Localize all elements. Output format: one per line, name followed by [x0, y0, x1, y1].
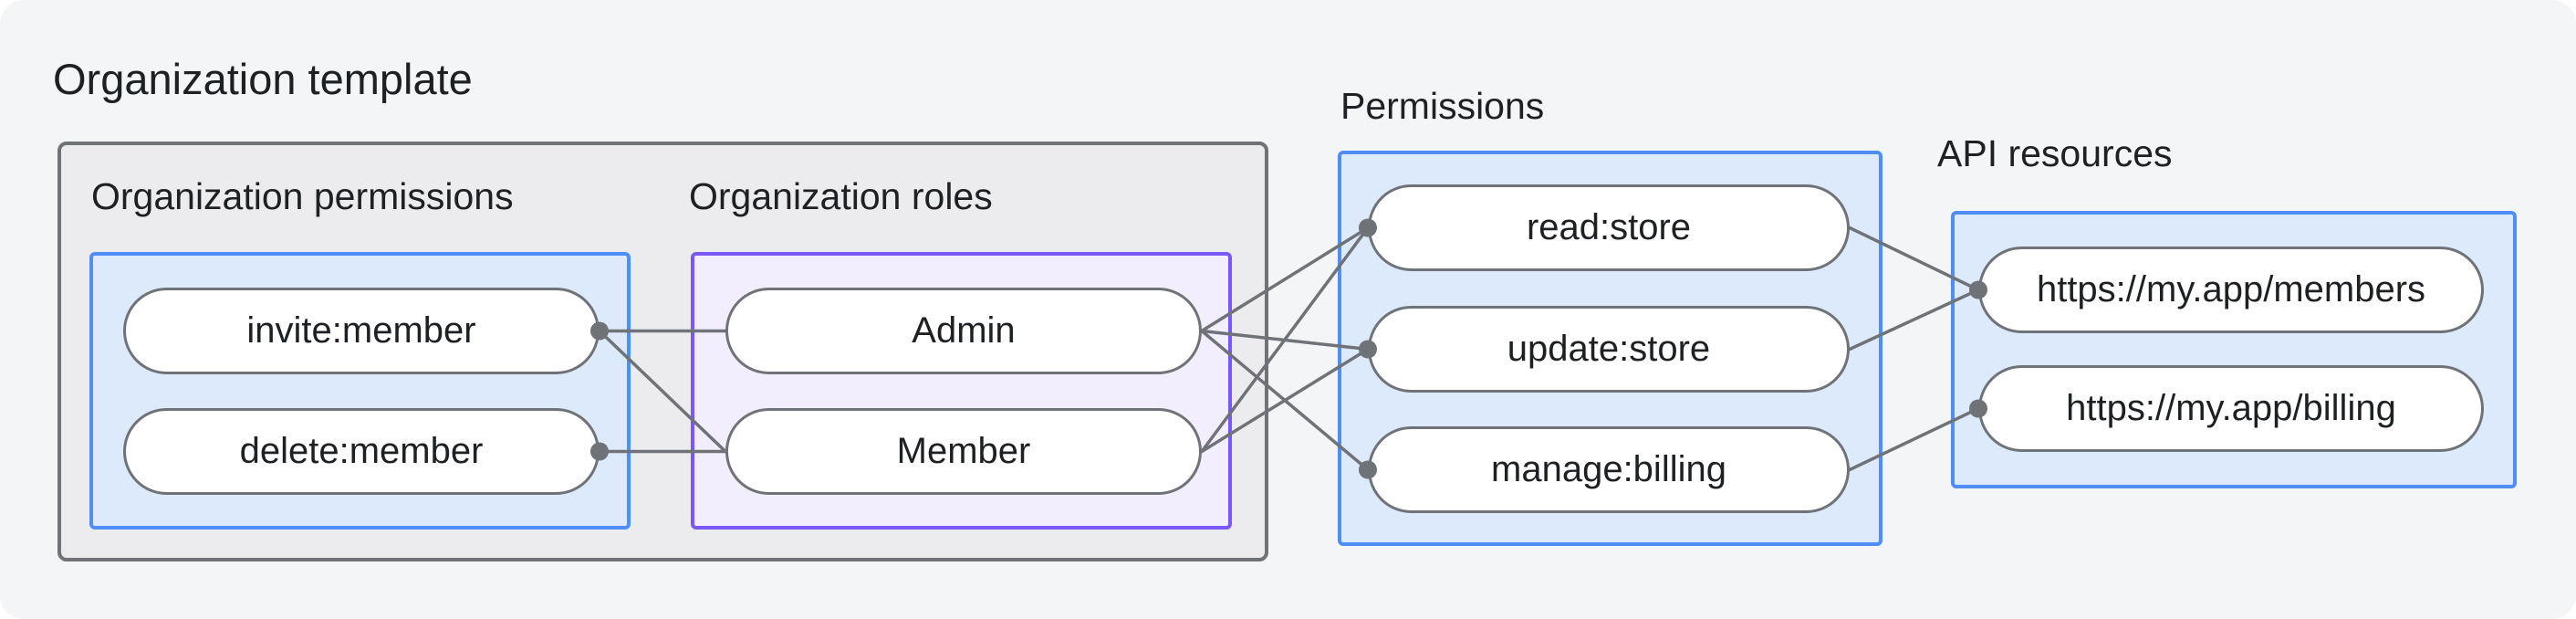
node-pill-manage-billing: manage:billing — [1368, 426, 1850, 513]
node-pill-members-api: https://my.app/members — [1978, 247, 2484, 333]
group-label-permissions: Permissions — [1340, 85, 1545, 127]
node-pill-delete-member: delete:member — [123, 408, 600, 495]
diagram-title: Organization template — [53, 55, 473, 103]
node-pill-billing-api: https://my.app/billing — [1978, 365, 2484, 452]
group-label-org-roles: Organization roles — [689, 175, 993, 217]
group-label-org-permissions: Organization permissions — [91, 175, 514, 217]
node-pill-admin: Admin — [725, 288, 1202, 374]
node-pill-read-store: read:store — [1368, 184, 1850, 271]
node-pill-invite-member: invite:member — [123, 288, 600, 374]
node-pill-update-store: update:store — [1368, 306, 1850, 393]
group-label-api-resources: API resources — [1937, 132, 2173, 174]
node-pill-member: Member — [725, 408, 1202, 495]
